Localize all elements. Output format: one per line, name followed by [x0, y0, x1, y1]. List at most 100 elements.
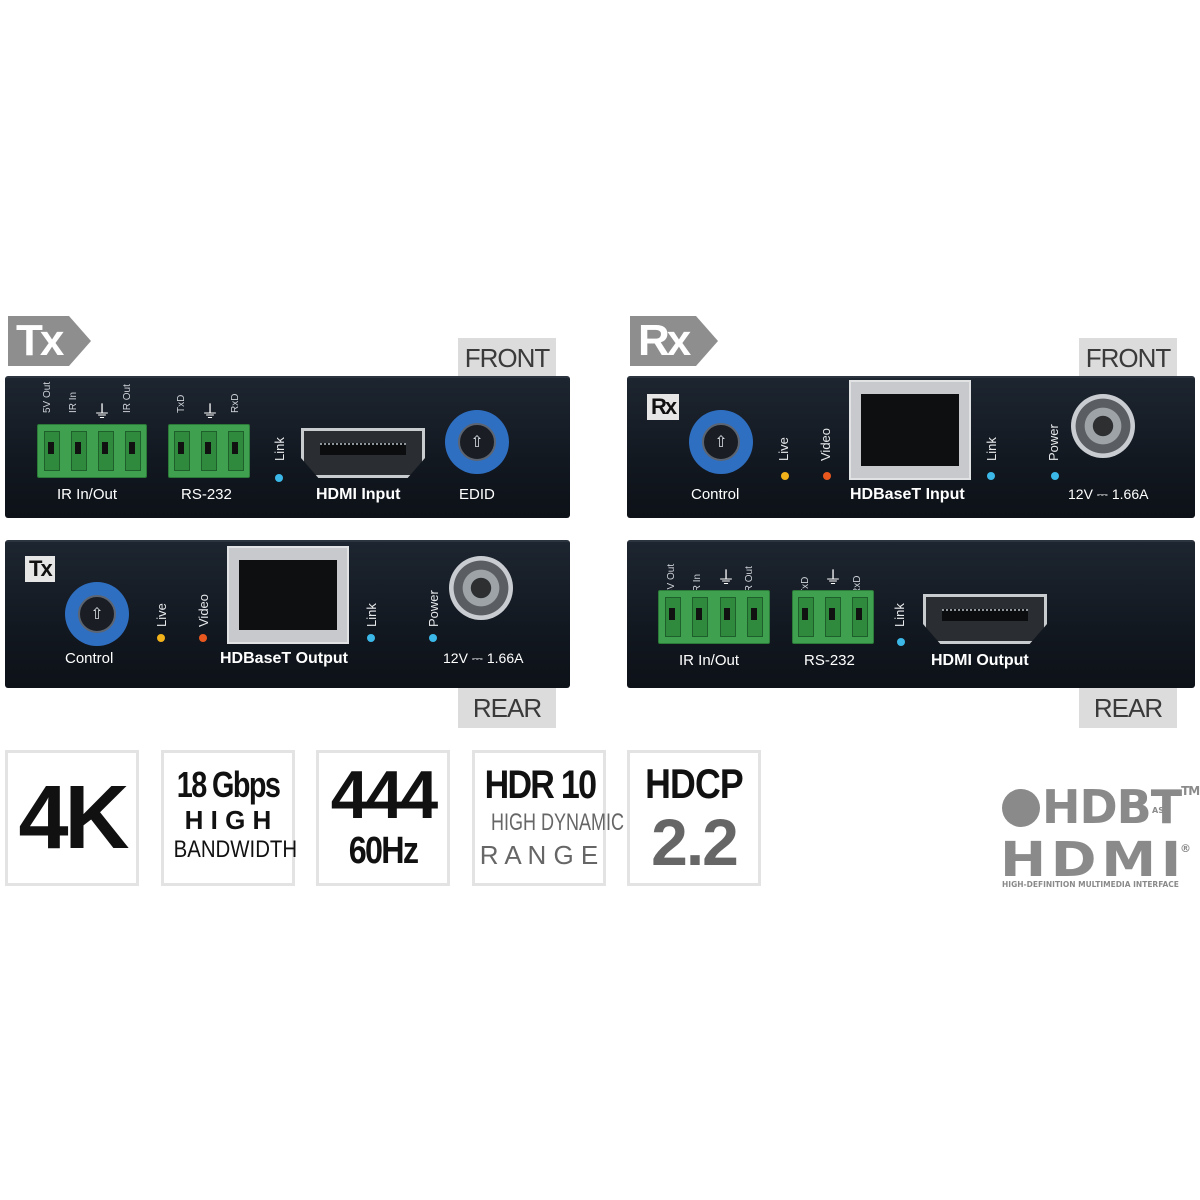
- power-label: Power: [1046, 424, 1061, 461]
- tx-badge: Tx: [25, 556, 55, 582]
- feature-hdcp: HDCP 2.2: [627, 750, 761, 886]
- pin-label: IR Out: [122, 384, 133, 413]
- ir-label: IR In/Out: [679, 652, 740, 669]
- terminal-pin: [692, 597, 709, 637]
- link-led: [897, 638, 905, 646]
- link-led: [367, 634, 375, 642]
- power-led: [1051, 472, 1059, 480]
- feature-444-l1: 444: [330, 757, 438, 833]
- power-label: Power: [426, 590, 441, 627]
- hdmi-subtitle: HIGH-DEFINITION MULTIMEDIA INTERFACE: [1002, 880, 1179, 889]
- terminal-pin: [200, 431, 217, 471]
- tx-front-label: FRONT: [458, 338, 556, 378]
- rs232-terminal-block[interactable]: [168, 424, 250, 478]
- hdbaset-sub: ASE: [1152, 806, 1170, 815]
- hdbaset-output-port[interactable]: [227, 546, 349, 644]
- terminal-pin: [851, 597, 868, 637]
- terminal-pin: [664, 597, 681, 637]
- hdbaset-logo-icon: [1002, 789, 1040, 827]
- tx-rear-label: REAR: [458, 688, 556, 728]
- tx-rear-panel: Tx ⇧ Control Live Video HDBaseT Output L…: [5, 540, 570, 688]
- feature-hdcp-l2: 2.2: [651, 805, 739, 879]
- hdmi-input-label: HDMI Input: [316, 486, 401, 503]
- ground-icon: ⏚: [93, 402, 111, 422]
- hdbaset-input-label: HDBaseT Input: [850, 486, 965, 503]
- control-rotary-switch[interactable]: ⇧: [689, 410, 753, 474]
- terminal-pin: [174, 431, 191, 471]
- hdbaset-logo-text: HDBT: [1042, 780, 1182, 834]
- pin-label: RxD: [230, 393, 241, 413]
- terminal-pin: [824, 597, 841, 637]
- terminal-pin: [124, 431, 141, 471]
- terminal-pin: [43, 431, 60, 471]
- feature-hdr: HDR 10 HIGH DYNAMIC R A N G E: [472, 750, 625, 886]
- power-led: [429, 634, 437, 642]
- edid-label: EDID: [459, 486, 495, 503]
- feature-hdr-l1: HDR 10: [484, 763, 597, 807]
- tx-tag: Tx: [8, 316, 92, 366]
- feature-444: 444 60Hz: [316, 750, 450, 886]
- link-label: Link: [892, 603, 907, 627]
- terminal-pin: [227, 431, 244, 471]
- rs232-terminal-block[interactable]: [792, 590, 874, 644]
- video-label: Video: [818, 427, 833, 461]
- feature-bandwidth-l3: BANDWIDTH: [173, 836, 298, 863]
- link-label: Link: [984, 437, 999, 461]
- live-led: [781, 472, 789, 480]
- control-label: Control: [691, 486, 740, 503]
- power-jack[interactable]: [1071, 394, 1135, 458]
- hdmi-input-port[interactable]: [301, 428, 425, 478]
- control-label: Control: [65, 650, 114, 667]
- power-jack[interactable]: [449, 556, 513, 620]
- video-led: [199, 634, 207, 642]
- video-label: Video: [196, 593, 211, 627]
- terminal-pin: [798, 597, 815, 637]
- rx-front-panel: Rx ⇧ Control Live Video HDBaseT Input Li…: [627, 376, 1195, 518]
- feature-4k: 4K: [5, 750, 139, 886]
- terminal-pin: [97, 431, 114, 471]
- tx-front-panel: 5V Out IR In ⏚ IR Out IR In/Out TxD ⏚ Rx…: [5, 376, 570, 518]
- terminal-pin: [747, 597, 764, 637]
- hdmi-logo: HDMI: [1000, 836, 1186, 884]
- hdmi-output-label: HDMI Output: [931, 652, 1029, 669]
- ground-icon: ⏚: [717, 568, 735, 588]
- video-led: [823, 472, 831, 480]
- hdmi-logo-text: HDMI: [1000, 832, 1186, 888]
- hdmi-output-port[interactable]: [923, 594, 1047, 644]
- rx-rear-panel: 5V Out IR In ⏚ IR Out IR In/Out TxD ⏚ Rx…: [627, 540, 1195, 688]
- ir-terminal-block[interactable]: [658, 590, 770, 644]
- terminal-pin: [70, 431, 87, 471]
- feature-hdr-l3: R A N G E: [479, 840, 599, 870]
- edid-rotary-switch[interactable]: ⇧: [445, 410, 509, 474]
- hdbaset-logo: HDBTTM: [1002, 766, 1200, 834]
- feature-hdr-l2: HIGH DYNAMIC: [491, 809, 625, 836]
- feature-bandwidth-l2: H I G H: [184, 805, 272, 835]
- link-led: [275, 474, 283, 482]
- feature-4k-text: 4K: [18, 768, 129, 868]
- hdbaset-input-port[interactable]: [849, 380, 971, 480]
- rx-tag: Rx: [617, 316, 719, 366]
- feature-bandwidth-l1: 18 Gbps: [176, 764, 281, 805]
- terminal-pin: [719, 597, 736, 637]
- hdmi-reg: ®: [1180, 842, 1191, 855]
- live-led: [157, 634, 165, 642]
- live-label: Live: [154, 603, 169, 627]
- hdbaset-output-label: HDBaseT Output: [220, 650, 348, 667]
- live-label: Live: [776, 437, 791, 461]
- pin-label: 5V Out: [42, 381, 53, 413]
- rx-badge: Rx: [647, 394, 680, 420]
- rx-rear-label: REAR: [1079, 688, 1177, 728]
- control-rotary-switch[interactable]: ⇧: [65, 582, 129, 646]
- power-rating: 12V ⎓ 1.66A: [443, 650, 524, 666]
- rs232-label: RS-232: [181, 486, 232, 503]
- pin-label: IR In: [68, 391, 79, 413]
- link-label: Link: [272, 437, 287, 461]
- feature-bandwidth: 18 Gbps H I G H BANDWIDTH: [161, 750, 298, 886]
- feature-444-l2: 60Hz: [348, 830, 419, 872]
- ir-terminal-block[interactable]: [37, 424, 147, 478]
- link-led: [987, 472, 995, 480]
- ground-icon: ⏚: [201, 402, 219, 422]
- pin-label: TxD: [176, 394, 187, 413]
- rs232-label: RS-232: [804, 652, 855, 669]
- rx-front-label: FRONT: [1079, 338, 1177, 378]
